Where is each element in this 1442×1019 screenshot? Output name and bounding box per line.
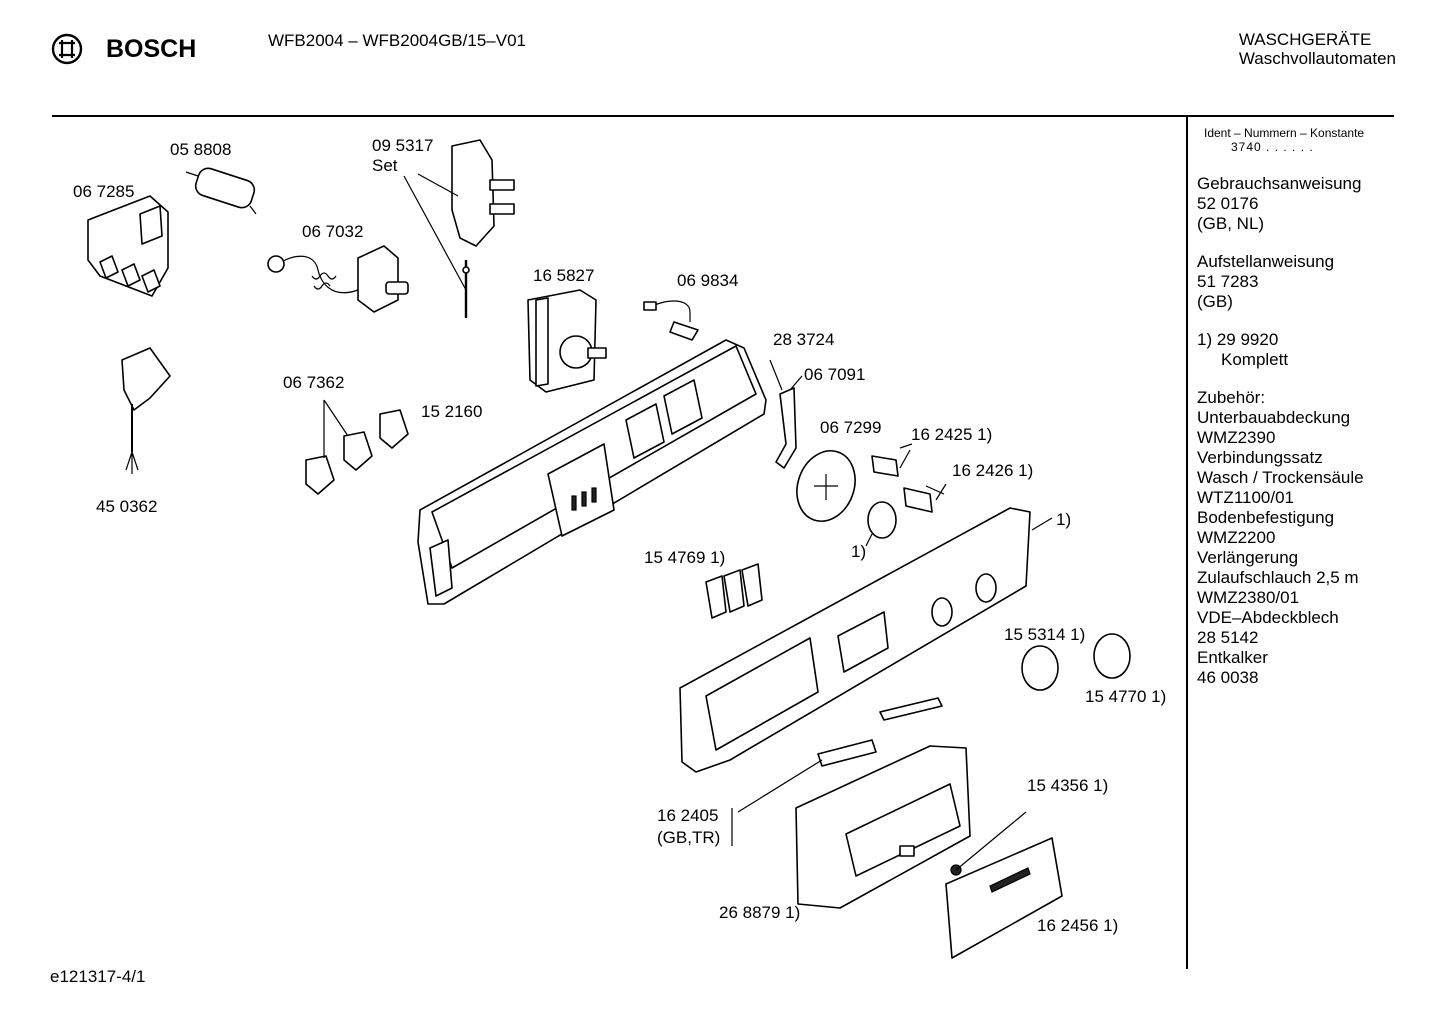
selector-disc-part xyxy=(796,450,856,522)
part-label: 06 7299 xyxy=(820,418,882,437)
part-label: 15 4770 1) xyxy=(1085,687,1167,706)
accessory-line: Wasch / Trockensäule xyxy=(1197,468,1364,487)
selector-switches-part xyxy=(305,399,409,495)
category-line-1: WASCHGERÄTE xyxy=(1238,30,1372,49)
bosch-armature-icon xyxy=(51,33,83,65)
part-label: 06 7362 xyxy=(283,373,345,392)
accessory-line: WMZ2380/01 xyxy=(1197,588,1300,607)
complete-label: Komplett xyxy=(1221,350,1289,369)
brand-name: BOSCH xyxy=(106,34,197,63)
part-label: 16 5827 xyxy=(533,266,595,285)
part-label: 06 9834 xyxy=(677,271,739,290)
leader-lines xyxy=(403,173,945,495)
part-label: 45 0362 xyxy=(96,497,158,516)
manual-lang: (GB, NL) xyxy=(1197,214,1265,233)
terminal-block-part xyxy=(87,195,169,297)
exploded-diagram xyxy=(87,139,1131,959)
lever-part xyxy=(769,359,803,469)
install-number: 51 7283 xyxy=(1197,272,1259,291)
diagram-code: e121317-4/1 xyxy=(50,967,146,986)
accessory-line: Bodenbefestigung xyxy=(1197,508,1335,527)
part-label: 15 2160 xyxy=(421,402,483,421)
push-buttons-part xyxy=(705,563,763,619)
complete-number: 1) 29 9920 xyxy=(1197,330,1279,349)
part-label: 06 7032 xyxy=(302,222,364,241)
manual-number: 52 0176 xyxy=(1197,194,1259,213)
model-title: WFB2004 – WFB2004GB/15–V01 xyxy=(268,31,526,50)
accessory-line: VDE–Abdeckblech xyxy=(1197,608,1339,627)
part-label: 26 8879 1) xyxy=(719,903,801,922)
part-label: 16 2405 xyxy=(657,806,719,825)
ident-constant: 3740 . . . . . . xyxy=(1231,140,1314,154)
header-divider xyxy=(52,115,1394,117)
part-label: 16 2425 1) xyxy=(911,425,993,444)
accessory-line: Unterbauabdeckung xyxy=(1197,408,1351,427)
part-label: 1) xyxy=(851,542,867,561)
part-label: 09 5317 xyxy=(372,136,434,155)
category-block: WASCHGERÄTE Waschvollautomaten xyxy=(1239,30,1396,68)
accessory-line: WTZ1100/01 xyxy=(1197,488,1295,507)
part-label: 06 7285 xyxy=(73,182,135,201)
indicator-lamp-part xyxy=(643,300,699,341)
part-label: 28 3724 xyxy=(773,330,835,349)
part-label: 05 8808 xyxy=(170,140,232,159)
accessories-block: Zubehör: Unterbauabdeckung WMZ2390 Verbi… xyxy=(1197,388,1397,688)
part-label: 06 7091 xyxy=(804,365,866,384)
install-title: Aufstellanweisung xyxy=(1197,252,1335,271)
detergent-drawer-part xyxy=(795,745,1063,959)
manual-block: Gebrauchsanweisung 52 0176 (GB, NL) xyxy=(1197,174,1397,234)
accessory-line: WMZ2390 xyxy=(1197,428,1276,447)
part-label: 15 5314 1) xyxy=(1004,625,1086,644)
part-label: 16 2426 1) xyxy=(952,461,1034,480)
part-label: 15 4356 1) xyxy=(1027,776,1109,795)
manual-title: Gebrauchsanweisung xyxy=(1197,174,1362,193)
install-lang: (GB) xyxy=(1197,292,1233,311)
label-strips-part xyxy=(731,697,943,846)
accessory-line: 46 0038 xyxy=(1197,668,1259,687)
accessories-title: Zubehör: xyxy=(1197,388,1266,407)
category-line-2: Waschvollautomaten xyxy=(1238,49,1396,68)
install-block: Aufstellanweisung 51 7283 (GB) xyxy=(1197,252,1397,312)
knobs-part xyxy=(1021,633,1131,691)
panel-frame-part xyxy=(417,339,767,605)
accessory-line: Zulaufschlauch 2,5 m xyxy=(1197,568,1359,587)
part-label: 16 2456 1) xyxy=(1037,916,1119,935)
complete-block: 1) 29 9920 Komplett xyxy=(1197,330,1397,370)
ident-label: Ident – Nummern – Konstante xyxy=(1204,126,1365,140)
accessory-line: Verbindungssatz xyxy=(1197,448,1323,467)
accessory-line: Verlängerung xyxy=(1197,548,1299,567)
pressure-switch-part xyxy=(267,245,409,313)
fascia-panel-part xyxy=(679,507,1053,773)
door-lock-part xyxy=(451,139,515,318)
part-label: 1) xyxy=(1056,510,1072,529)
sidebar-divider xyxy=(1186,117,1188,969)
part-label: Set xyxy=(372,156,398,175)
accessory-line: WMZ2200 xyxy=(1197,528,1276,547)
sidebar-info: Ident – Nummern – Konstante 3740 . . . .… xyxy=(1197,126,1397,688)
part-label: 15 4769 1) xyxy=(644,548,726,567)
suppressor-part xyxy=(185,167,257,215)
programme-timer-part xyxy=(527,289,607,393)
shaft-parts xyxy=(865,449,947,547)
brand-logo-block: BOSCH xyxy=(50,32,196,66)
part-label: (GB,TR) xyxy=(657,828,721,847)
accessory-line: 28 5142 xyxy=(1197,628,1259,647)
accessory-line: Entkalker xyxy=(1197,648,1268,667)
mains-cable-part xyxy=(121,347,171,474)
